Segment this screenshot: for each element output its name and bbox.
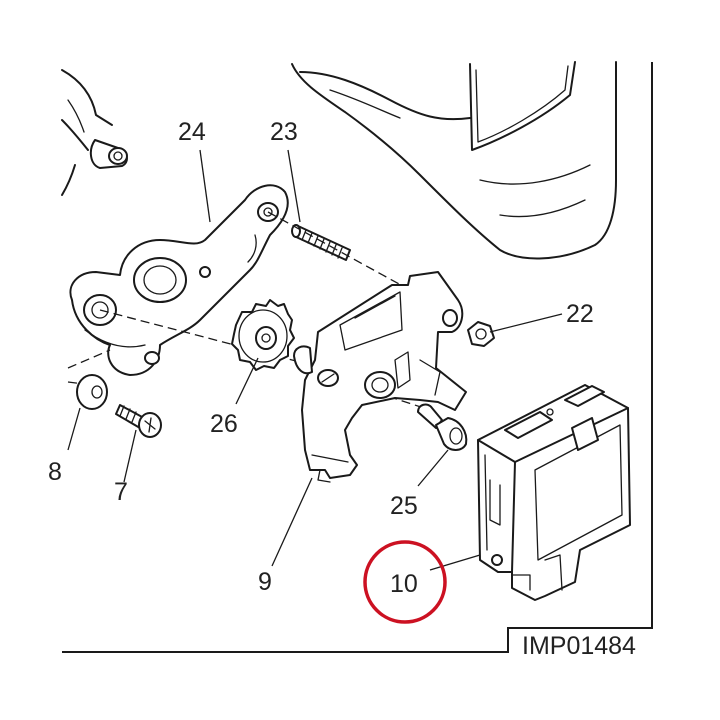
leader-9 [271, 477, 313, 567]
screw-part [115, 404, 162, 438]
leader-lines [67, 149, 563, 571]
bodywork-panel [291, 61, 617, 260]
leader-7 [123, 429, 137, 483]
pin-part [417, 403, 468, 451]
nut-part [467, 321, 495, 347]
column-stub [61, 69, 128, 196]
callout-25: 25 [390, 492, 418, 520]
callout-8: 8 [48, 458, 62, 486]
callout-26: 26 [210, 410, 238, 438]
callout-9: 9 [258, 568, 272, 596]
diagram-frame [62, 62, 653, 653]
reference-code: IMP01484 [522, 632, 636, 660]
callout-7: 7 [114, 478, 128, 506]
bracket-arm-part [69, 184, 289, 376]
gear-part [231, 299, 295, 371]
washer-part [76, 374, 108, 410]
highlight-circle [363, 540, 447, 624]
leader-25 [417, 449, 449, 487]
callout-23: 23 [270, 118, 298, 146]
callout-10: 10 [390, 570, 418, 598]
leader-8 [67, 407, 81, 451]
leader-26 [235, 357, 259, 405]
leader-22 [489, 313, 563, 333]
leader-23 [287, 149, 301, 223]
callout-24: 24 [178, 118, 206, 146]
callout-22: 22 [566, 300, 594, 328]
housing-bracket-part [293, 271, 467, 483]
leader-24 [199, 149, 211, 223]
leader-10 [429, 554, 481, 571]
control-module-part [477, 384, 631, 601]
threaded-stud-part [291, 224, 351, 261]
